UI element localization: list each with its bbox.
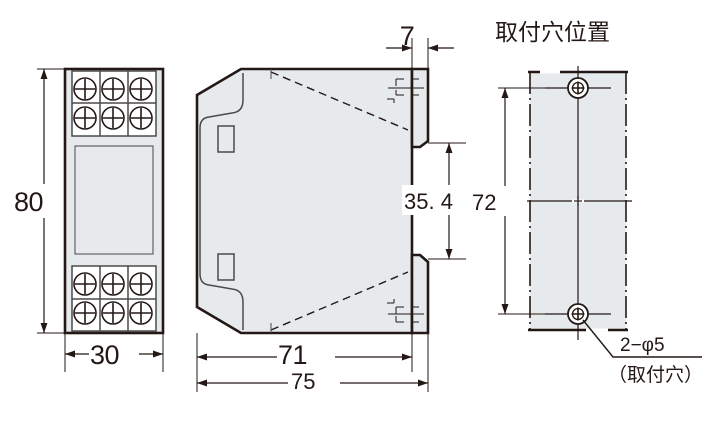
side-view: 7 35. 4 71 (195, 21, 468, 395)
front-center-panel (74, 145, 154, 255)
hidden-line-top (270, 71, 409, 131)
dimension-label-depth-total: 75 (291, 369, 315, 394)
dimension-din-gap-35-4: 35. 4 (402, 142, 468, 260)
mounting-hole-top (545, 77, 611, 99)
terminal-block-bottom (71, 265, 157, 332)
dimension-label-hole-spacing: 72 (472, 190, 496, 215)
front-center-panel-fill (75, 146, 153, 254)
front-view: 80 30 (12, 67, 165, 372)
hole-callout-spec: 2−φ5 (620, 335, 665, 356)
dimension-label-height: 80 (14, 187, 43, 217)
side-cover-profile (199, 73, 244, 330)
dimension-clip-offset-7: 7 (386, 21, 454, 69)
terminal-screw (101, 301, 125, 325)
terminal-screw (101, 272, 125, 296)
side-clip-upper (410, 67, 430, 149)
side-terminal-detail-lower (387, 299, 424, 323)
terminal-screw (129, 301, 153, 325)
terminal-screw (73, 272, 97, 296)
mounting-view-title: 取付穴位置 (495, 20, 610, 46)
terminal-screw (129, 77, 153, 101)
mounting-hole-bottom (545, 303, 611, 325)
terminal-block-top (71, 70, 157, 137)
dimension-label-clip-offset: 7 (400, 21, 415, 51)
side-body-fill (197, 69, 412, 333)
hole-callout: 2−φ5 （取付穴） (582, 319, 703, 386)
terminal-screw (73, 301, 97, 325)
front-body-outline (63, 67, 165, 335)
terminal-screw (73, 106, 97, 130)
terminal-screw (101, 106, 125, 130)
terminal-screw (101, 77, 125, 101)
dimension-hole-spacing-72: 72 (470, 87, 568, 315)
hole-callout-note: （取付穴） (608, 364, 703, 386)
dimension-width-30: 30 (64, 333, 164, 372)
hole-callout-leader (582, 319, 702, 358)
dimension-depth-75: 75 (196, 333, 429, 395)
side-clip-lower-fill (412, 255, 428, 333)
dimension-height-80: 80 (12, 68, 72, 334)
terminal-screw (129, 272, 153, 296)
side-window-upper (217, 125, 235, 153)
dimension-label-width: 30 (90, 340, 119, 370)
hidden-line-bottom (270, 271, 409, 331)
side-clip-lower (410, 253, 430, 335)
dimension-label-din-gap: 35. 4 (404, 189, 453, 214)
side-clip-upper-fill (412, 69, 428, 147)
side-window-upper-fill (218, 126, 234, 152)
side-terminal-detail-upper (387, 78, 424, 103)
terminal-screw (129, 106, 153, 130)
side-window-lower (217, 253, 235, 281)
mounting-hole-view: 取付穴位置 (470, 20, 703, 386)
side-window-lower-fill (218, 254, 234, 280)
terminal-screw (73, 77, 97, 101)
